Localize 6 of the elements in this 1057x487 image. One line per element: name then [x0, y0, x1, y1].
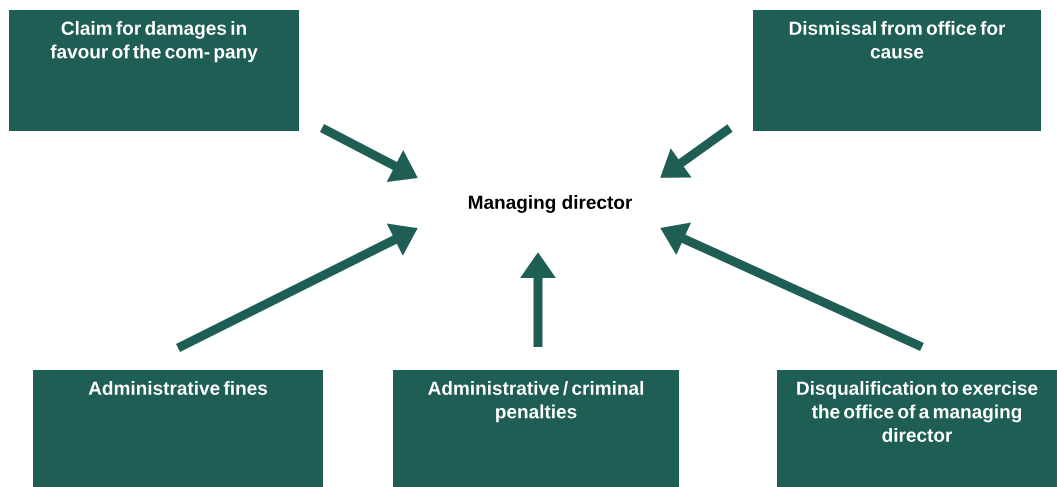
process-box: Dismissal from office for cause — [753, 10, 1041, 131]
process-box: Disqualification to exercise the office of a managing director — [777, 370, 1057, 487]
center-label: Managing director — [468, 195, 633, 213]
process-box: Claim for damages in favour of the com- pany — [9, 10, 299, 131]
process-box: Administrative fines — [33, 370, 323, 487]
process-box: Administrative / criminal penalties — [393, 370, 679, 487]
